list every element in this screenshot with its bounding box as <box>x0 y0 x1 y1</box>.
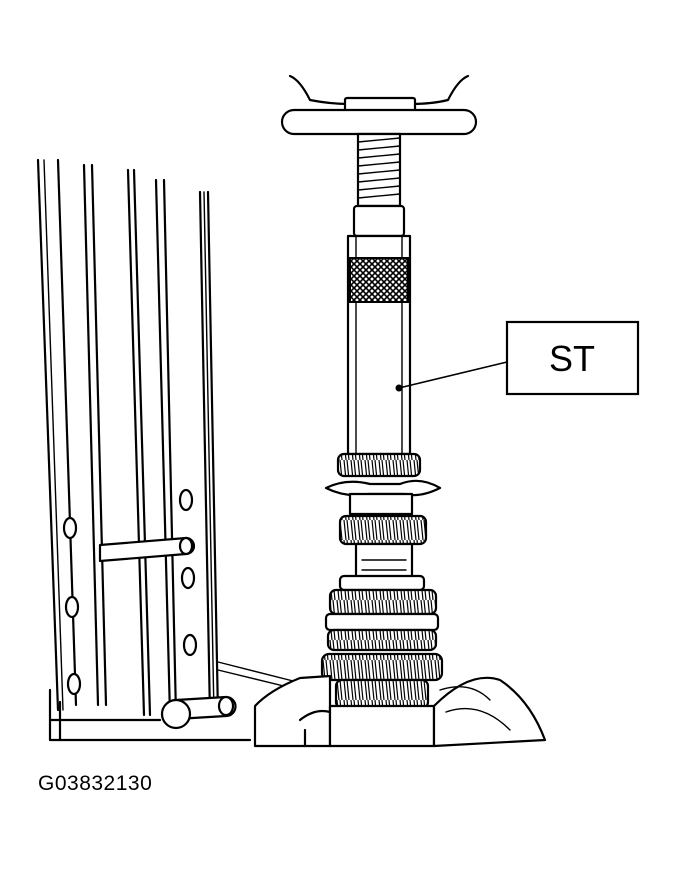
figure-id: G03832130 <box>38 772 153 795</box>
screw-thread <box>357 137 401 199</box>
callout-label: ST <box>549 338 595 379</box>
gear-stack <box>320 452 444 710</box>
support-block <box>253 674 547 748</box>
callout-leader-line <box>398 361 508 389</box>
press-frame <box>36 158 306 742</box>
st-callout: ST <box>398 320 640 396</box>
special-tool <box>346 234 412 456</box>
press-ram <box>280 74 478 238</box>
callout-box <box>505 320 640 396</box>
